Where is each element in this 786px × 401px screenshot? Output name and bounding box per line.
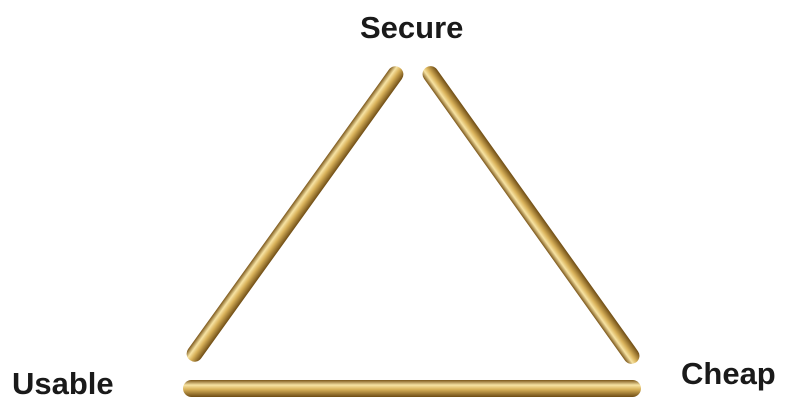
bottom-rod [183, 380, 641, 397]
label-cheap: Cheap [681, 358, 776, 389]
label-usable: Usable [12, 368, 114, 399]
label-secure: Secure [360, 12, 463, 43]
right-rod [419, 63, 642, 367]
left-rod [183, 63, 406, 365]
